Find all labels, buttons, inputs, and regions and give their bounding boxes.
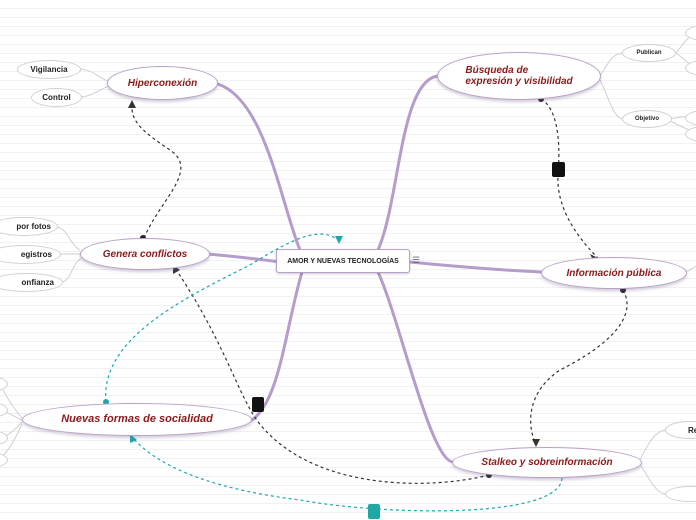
node-label: Genera conflictos (102, 248, 188, 260)
branch-stalkeo (376, 270, 455, 464)
link-handle[interactable] (368, 504, 380, 519)
branch-genera (206, 252, 282, 264)
leaf-objetivo[interactable]: Objetivo (622, 110, 672, 128)
central-topic[interactable]: AMOR Y NUEVAS TECNOLOGÍAS (276, 249, 410, 273)
branch-hiperconexion (216, 82, 302, 252)
node-label: Nuevas formas de socialidad (61, 413, 213, 425)
link-busqueda-info (540, 98, 599, 259)
leaf-por-fotos[interactable]: por fotos (0, 217, 58, 236)
leaf-edge[interactable] (665, 486, 696, 502)
node-label: Hiperconexión (127, 77, 198, 89)
leaf-vigilancia[interactable]: Vigilancia (17, 60, 81, 79)
leaf-confianza[interactable]: onfianza (0, 273, 63, 292)
link-genera-hiper (131, 101, 182, 239)
node-genera-conflictos[interactable]: Genera conflictos (80, 238, 210, 270)
link-info-stalkeo (530, 289, 628, 446)
link-dot (486, 472, 492, 478)
leaf-control[interactable]: Control (31, 88, 82, 107)
link-handle[interactable] (252, 397, 264, 412)
branch-informacion (408, 260, 543, 274)
link-nuevas-center (105, 233, 339, 403)
node-busqueda[interactable]: Búsqueda de expresión y visibilidad (437, 52, 601, 100)
node-informacion-publica[interactable]: Información pública (541, 257, 687, 289)
branch-busqueda (376, 74, 440, 252)
node-label: Búsqueda de expresión y visibilidad (465, 65, 573, 87)
link-stalkeo-genera (174, 267, 490, 484)
node-hiperconexion[interactable]: Hiperconexión (107, 66, 218, 100)
node-label: Información pública (566, 267, 662, 279)
leaf-registros[interactable]: egistros (0, 245, 61, 264)
node-nuevas-formas[interactable]: Nuevas formas de socialidad (22, 403, 252, 436)
node-label: Stalkeo y sobreinformación (481, 457, 613, 468)
link-handle[interactable] (552, 162, 565, 177)
menu-icon[interactable]: ☰ (412, 255, 421, 265)
node-stalkeo[interactable]: Stalkeo y sobreinformación (452, 447, 642, 478)
leaf-publican[interactable]: Publican (622, 44, 676, 62)
link-stalkeo-nuevas (130, 435, 563, 512)
link-dot (103, 399, 109, 405)
link-dot (620, 287, 626, 293)
